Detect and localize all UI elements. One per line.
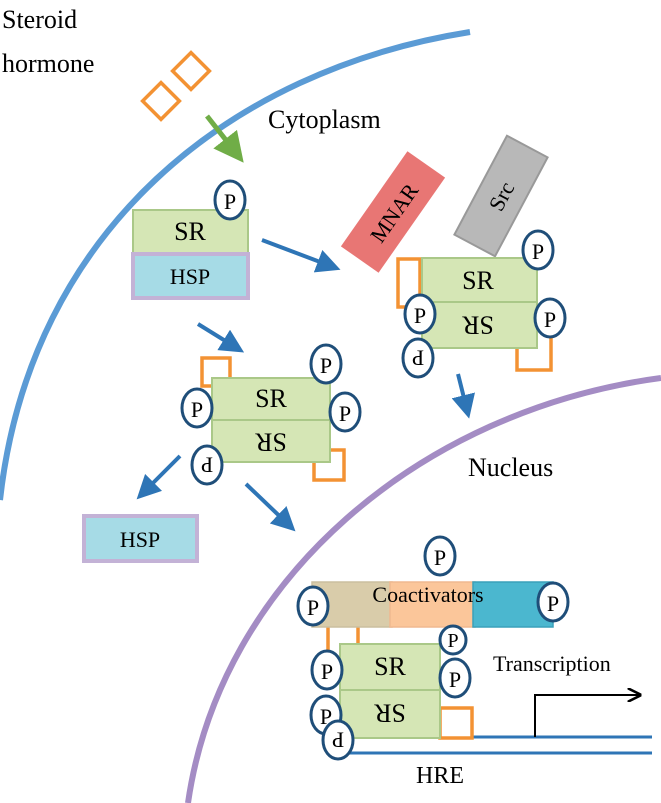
- free-hsp: HSP: [82, 514, 199, 563]
- steroid-hormone-label-1: Steroid: [2, 5, 77, 34]
- cell-membrane: [0, 29, 471, 501]
- arrow-to-nucleus: [451, 373, 475, 419]
- nuclear-membrane: [185, 375, 661, 803]
- phospho-group: [438, 657, 472, 699]
- sr-label: SR: [462, 266, 494, 295]
- hormone-entry-arrow: [205, 114, 244, 163]
- arrow-to-dimer: [196, 322, 245, 353]
- phospho-group: [328, 391, 362, 433]
- transcription-arrow: [534, 695, 640, 737]
- hsp-label: HSP: [170, 264, 210, 289]
- phospho-label: P: [191, 397, 203, 422]
- hsp-label: HSP: [120, 527, 160, 552]
- phospho-group: [296, 585, 330, 627]
- cytoplasm-label: Cytoplasm: [268, 105, 381, 134]
- phospho-group: [190, 444, 224, 486]
- phospho-label: P: [434, 545, 446, 570]
- transcription-label: Transcription: [493, 651, 611, 676]
- arrow-dimer-to-nucleus: [244, 482, 296, 532]
- membrane-sr-complex: MNAR Src SR SR P P P P: [340, 134, 567, 379]
- phospho-group: [401, 337, 435, 379]
- sr-hsp-complex: SR HSP P: [131, 179, 250, 300]
- hormone-diamond: [170, 50, 212, 92]
- arrow-to-membrane-complex: [261, 238, 341, 273]
- phospho-group: [309, 343, 343, 385]
- phospho-label: P: [224, 189, 236, 214]
- phospho-group: [521, 229, 555, 271]
- phospho-label: P: [532, 239, 544, 264]
- phospho-group: [423, 535, 457, 577]
- phospho-label: P: [544, 307, 556, 332]
- phospho-group: [536, 581, 570, 623]
- sr-label: SR: [174, 217, 206, 246]
- phospho-group: [310, 649, 344, 691]
- phospho-label-inverted: P: [332, 728, 344, 753]
- phospho-label: P: [547, 591, 559, 616]
- phospho-group: [438, 624, 468, 656]
- phospho-group: [180, 387, 214, 429]
- phospho-label: P: [307, 595, 319, 620]
- phospho-group: [213, 179, 247, 221]
- sr-label-inverted: SR: [254, 428, 286, 457]
- coactivator-segment: [389, 581, 476, 628]
- phospho-label: P: [449, 667, 461, 692]
- sr-label-inverted: SR: [461, 311, 493, 340]
- phospho-label: P: [414, 303, 426, 328]
- cytoplasmic-sr-dimer: SR SR P P P P: [180, 343, 362, 486]
- phospho-group: [321, 719, 355, 761]
- sr-label: SR: [374, 652, 406, 681]
- phospho-group: [533, 297, 567, 339]
- arrow-hsp-release: [136, 454, 182, 500]
- phospho-label: P: [320, 353, 332, 378]
- nucleus-label: Nucleus: [468, 453, 553, 482]
- phospho-label: P: [447, 630, 458, 652]
- coactivators-label: Coactivators: [372, 582, 483, 607]
- phospho-label: P: [321, 659, 333, 684]
- phospho-group: [403, 293, 437, 335]
- steroid-hormone-label-2: hormone: [2, 49, 94, 78]
- sr-label: SR: [255, 384, 287, 413]
- hormone-diamond: [140, 80, 182, 122]
- nuclear-transcription-complex: HRE Transcription Coactivators SR SR P P…: [296, 535, 652, 789]
- phospho-label-inverted: P: [412, 346, 424, 371]
- phospho-label: P: [339, 401, 351, 426]
- phospho-label-inverted: P: [201, 453, 213, 478]
- sr-label-inverted: SR: [373, 699, 405, 728]
- hre-label: HRE: [416, 763, 464, 789]
